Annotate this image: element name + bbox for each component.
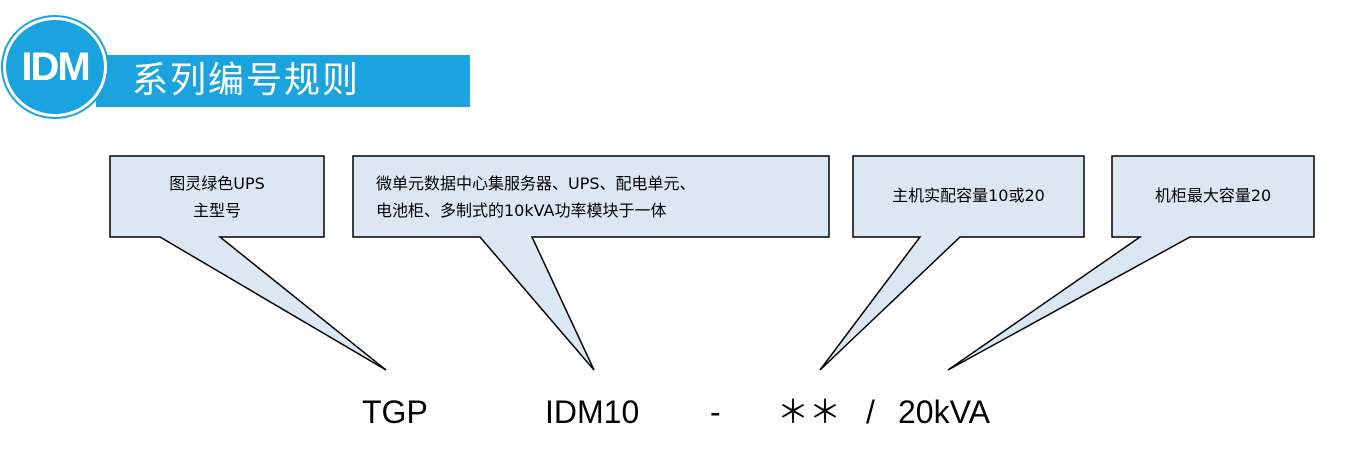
code-placeholder: ＊＊ — [777, 394, 842, 430]
callout-model: 微单元数据中心集服务器、UPS、配电单元、 电池柜、多制式的10kVA功率模块于… — [376, 170, 816, 224]
callout-cabinet-capacity-line: 机柜最大容量20 — [1154, 186, 1272, 205]
callout-host-capacity-line: 主机实配容量10或20 — [892, 186, 1045, 205]
callout-series-line-1: 图灵绿色UPS — [169, 174, 265, 193]
code-slash: / — [866, 394, 875, 430]
callout-host-capacity: 主机实配容量10或20 — [853, 182, 1084, 209]
callout-shape-series — [109, 155, 387, 371]
callout-model-line-1: 微单元数据中心集服务器、UPS、配电单元、 — [376, 174, 696, 193]
callout-shape-cabinet-capacity — [947, 155, 1315, 371]
code-capacity: 20kVA — [898, 394, 990, 430]
code-dash: - — [710, 394, 721, 430]
callout-series: 图灵绿色UPS 主型号 — [110, 170, 324, 224]
callout-cabinet-capacity: 机柜最大容量20 — [1112, 182, 1314, 209]
badge-circle — [6, 20, 104, 114]
page-title: 系列编号规则 — [132, 60, 361, 101]
callout-model-line-2: 电池柜、多制式的10kVA功率模块于一体 — [376, 201, 667, 220]
code-model: IDM10 — [545, 394, 640, 430]
code-series: TGP — [362, 394, 428, 430]
header-bar — [96, 55, 470, 107]
callout-shape-host-capacity — [819, 155, 1085, 371]
callout-series-line-2: 主型号 — [192, 201, 241, 220]
callout-shape-model — [352, 155, 830, 371]
badge-label: IDM — [21, 45, 90, 89]
